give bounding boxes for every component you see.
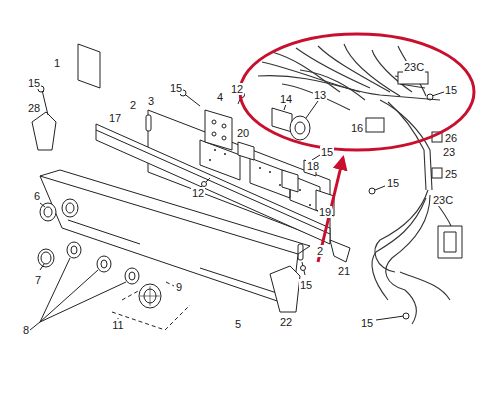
callout-number: 7 bbox=[34, 274, 42, 286]
callout-number: 5 bbox=[234, 318, 242, 330]
callout-number: 15 bbox=[27, 77, 41, 89]
callout-number: 2 bbox=[129, 99, 137, 111]
callout-number: 17 bbox=[108, 112, 122, 124]
callout-number: 15 bbox=[299, 279, 313, 291]
callout-number: 12 bbox=[191, 187, 205, 199]
callout-number: 26 bbox=[444, 132, 458, 144]
callout-number: 15 bbox=[169, 82, 183, 94]
callout-number: 15 bbox=[360, 317, 374, 329]
callout-number: 4 bbox=[216, 91, 224, 103]
callout-number: 14 bbox=[279, 93, 293, 105]
callout-number: 15 bbox=[386, 177, 400, 189]
callout-number: 11 bbox=[111, 319, 124, 331]
callout-number: 16 bbox=[350, 122, 364, 134]
callout-number: 12 bbox=[230, 83, 244, 95]
callout-number: 18 bbox=[306, 160, 320, 172]
callout-number: 3 bbox=[147, 95, 155, 107]
callout-number: 2 bbox=[316, 245, 324, 257]
callout-number: 1 bbox=[53, 57, 61, 69]
callout-number: 19 bbox=[318, 206, 332, 218]
callout-number: 8 bbox=[22, 324, 30, 336]
callout-number: 23C bbox=[432, 194, 454, 206]
callout-number: 23 bbox=[442, 146, 456, 158]
callout-number: 15 bbox=[320, 146, 334, 158]
callout-number: 22 bbox=[279, 316, 293, 328]
callout-number: 13 bbox=[313, 89, 327, 101]
callout-number: 23C bbox=[403, 61, 425, 73]
callout-number: 20 bbox=[236, 127, 250, 139]
callout-number: 21 bbox=[337, 265, 351, 277]
callout-number: 6 bbox=[33, 190, 41, 202]
callout-number: 25 bbox=[444, 168, 458, 180]
callout-number: 28 bbox=[27, 102, 41, 114]
callout-number: 15 bbox=[444, 84, 458, 96]
callout-number: 9 bbox=[175, 281, 183, 293]
